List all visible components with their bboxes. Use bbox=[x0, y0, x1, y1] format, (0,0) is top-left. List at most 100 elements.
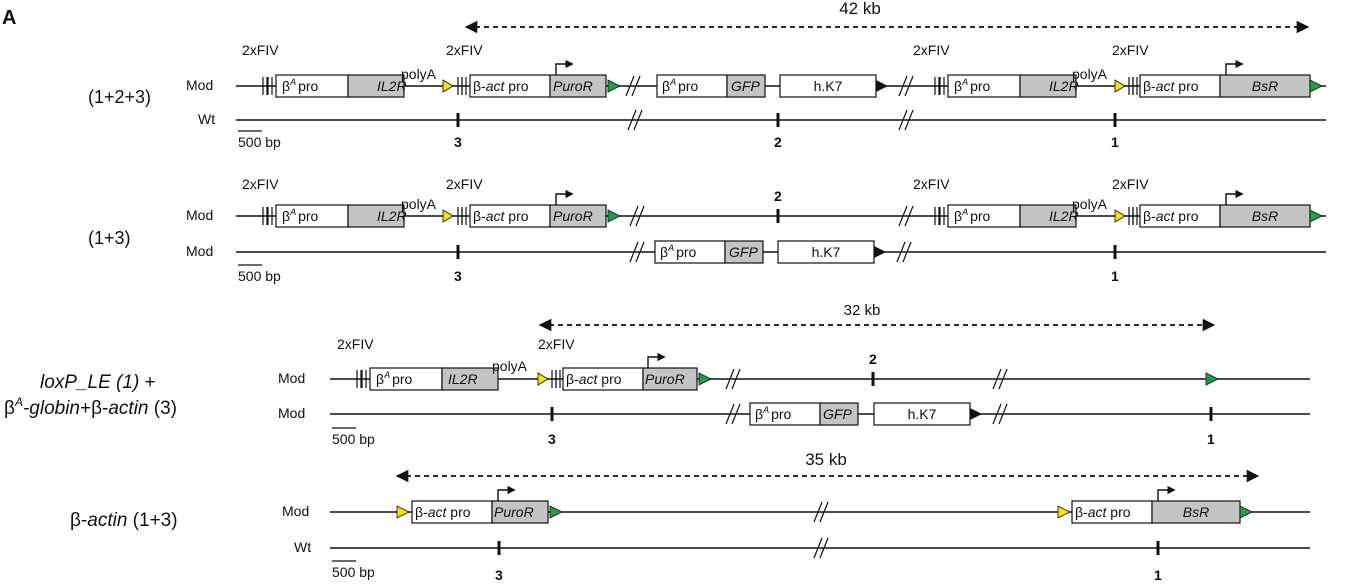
panel-3-title-line1: loxP_LE (1) + bbox=[40, 372, 156, 393]
distance-label: 42 kb bbox=[839, 0, 881, 18]
site-2-label: 2 bbox=[774, 134, 782, 150]
puror-box bbox=[549, 74, 607, 98]
fiv-label: 2xFIV bbox=[913, 176, 950, 192]
site-1-label: 1 bbox=[1154, 567, 1162, 583]
site-3-label: 3 bbox=[548, 431, 556, 447]
hk7-label: h.K7 bbox=[908, 406, 937, 422]
puror-label: PuroR bbox=[553, 78, 593, 94]
fiv-label: 2xFIV bbox=[538, 336, 575, 352]
loxp-yellow-icon bbox=[442, 79, 454, 93]
distance-label: 32 kb bbox=[844, 302, 881, 319]
loxp-black-icon bbox=[874, 246, 886, 258]
panel-1-title: (1+2+3) bbox=[88, 87, 151, 107]
il2r-label: IL2R bbox=[448, 371, 478, 387]
loxp-black-icon bbox=[970, 408, 982, 420]
loxp-yellow-icon bbox=[442, 209, 454, 223]
bsr-label: BsR bbox=[1183, 504, 1209, 520]
fiv-label: 2xFIV bbox=[337, 336, 374, 352]
fiv-label: 2xFIV bbox=[1112, 176, 1149, 192]
panel-2-title: (1+3) bbox=[88, 228, 131, 248]
panel-label: A bbox=[2, 7, 16, 29]
loxp-green-icon bbox=[1239, 505, 1253, 519]
loxp-green-icon bbox=[1309, 209, 1323, 223]
promoter-arrow-icon bbox=[1225, 59, 1244, 75]
il2r-label: IL2R bbox=[1049, 208, 1079, 224]
wt-label: Wt bbox=[294, 539, 311, 555]
il2r-label: IL2R bbox=[377, 208, 407, 224]
hk7-label: h.K7 bbox=[814, 78, 843, 94]
site-2-label: 2 bbox=[869, 351, 877, 367]
fiv-label: 2xFIV bbox=[242, 42, 279, 58]
distance-label: 35 kb bbox=[805, 450, 847, 469]
hk7-label: h.K7 bbox=[812, 244, 841, 260]
beta-actin-promoter-label: β-act pro bbox=[1143, 208, 1199, 224]
fiv-label: 2xFIV bbox=[1112, 42, 1149, 58]
polya-label: polyA bbox=[1072, 196, 1108, 212]
mod-label: Mod bbox=[186, 243, 213, 259]
beta-actin-promoter-label: β-act pro bbox=[473, 208, 529, 224]
il2r-label: IL2R bbox=[377, 78, 407, 94]
site-1-label: 1 bbox=[1207, 431, 1215, 447]
mod-label: Mod bbox=[282, 503, 309, 519]
fiv-label: 2xFIV bbox=[242, 176, 279, 192]
loxp-green-icon bbox=[549, 505, 563, 519]
il2r-label: IL2R bbox=[1049, 78, 1079, 94]
loxp-green-icon bbox=[1205, 372, 1219, 386]
panel-4: β-actin (1+3) 35 kb Mod β-act pro PuroR … bbox=[70, 450, 1310, 583]
loxp-black-icon bbox=[876, 80, 888, 92]
promoter-arrow-icon bbox=[497, 485, 516, 501]
promoter-arrow-icon bbox=[647, 352, 666, 368]
gfp-label: GFP bbox=[731, 78, 760, 94]
gfp-label: GFP bbox=[729, 244, 758, 260]
puror-box bbox=[491, 500, 549, 524]
site-3-label: 3 bbox=[454, 268, 462, 284]
loxp-yellow-icon bbox=[1114, 209, 1126, 223]
puror-label: PuroR bbox=[553, 208, 593, 224]
site-1-label: 1 bbox=[1111, 268, 1119, 284]
loxp-green-icon bbox=[607, 209, 621, 223]
promoter-arrow-icon bbox=[555, 59, 574, 75]
site-2-label: 2 bbox=[774, 188, 782, 204]
beta-actin-promoter-label: β-act pro bbox=[1075, 504, 1131, 520]
polya-label: polyA bbox=[401, 66, 437, 82]
bsr-label: BsR bbox=[1252, 78, 1278, 94]
mod-label: Mod bbox=[186, 207, 213, 223]
promoter-arrow-icon bbox=[1225, 189, 1244, 205]
mod-label: Mod bbox=[278, 370, 305, 386]
loxp-yellow-icon bbox=[537, 372, 549, 386]
promoter-arrow-icon bbox=[1157, 485, 1176, 501]
beta-actin-promoter-label: β-act pro bbox=[473, 78, 529, 94]
scale-label: 500 bp bbox=[332, 564, 375, 580]
puror-label: PuroR bbox=[494, 504, 534, 520]
beta-actin-promoter-label: β-act pro bbox=[1143, 78, 1199, 94]
gfp-label: GFP bbox=[823, 406, 852, 422]
mod-label: Mod bbox=[278, 405, 305, 421]
polya-label: polyA bbox=[492, 358, 528, 374]
panel-4-title: β-actin (1+3) bbox=[70, 510, 178, 531]
loxp-green-icon bbox=[1309, 79, 1323, 93]
site-3-label: 3 bbox=[454, 134, 462, 150]
wt-label: Wt bbox=[198, 111, 215, 127]
promoter-arrow-icon bbox=[555, 189, 574, 205]
puror-box bbox=[549, 204, 607, 228]
bsr-label: BsR bbox=[1252, 208, 1278, 224]
loxp-green-icon bbox=[698, 372, 712, 386]
mod-label: Mod bbox=[186, 77, 213, 93]
beta-actin-promoter-label: β-act pro bbox=[415, 504, 471, 520]
site-1-label: 1 bbox=[1111, 134, 1119, 150]
fiv-label: 2xFIV bbox=[446, 176, 483, 192]
panel-3-title-line2: βA-globin+β-actin (3) bbox=[4, 395, 177, 419]
polya-label: polyA bbox=[401, 196, 437, 212]
scale-label: 500 bp bbox=[332, 431, 375, 447]
scale-label: 500 bp bbox=[238, 268, 281, 284]
